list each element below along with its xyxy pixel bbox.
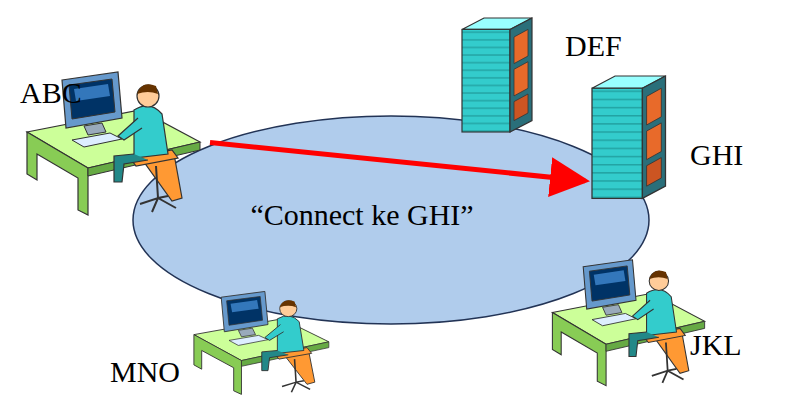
- node-label: JKL: [690, 328, 742, 362]
- server-node: DEF: [455, 15, 630, 135]
- node-label: ABC: [20, 76, 82, 110]
- node-label: GHI: [690, 138, 743, 172]
- node-label: DEF: [565, 29, 622, 63]
- server-node: GHI: [585, 70, 765, 205]
- workstation-node: JKL: [540, 250, 780, 380]
- edge-label: “Connect ke GHI”: [247, 198, 476, 232]
- workstation-node: MNO: [105, 285, 355, 393]
- workstation-node: ABC: [15, 62, 210, 217]
- connection-arrow: [210, 143, 585, 181]
- node-label: MNO: [110, 355, 180, 389]
